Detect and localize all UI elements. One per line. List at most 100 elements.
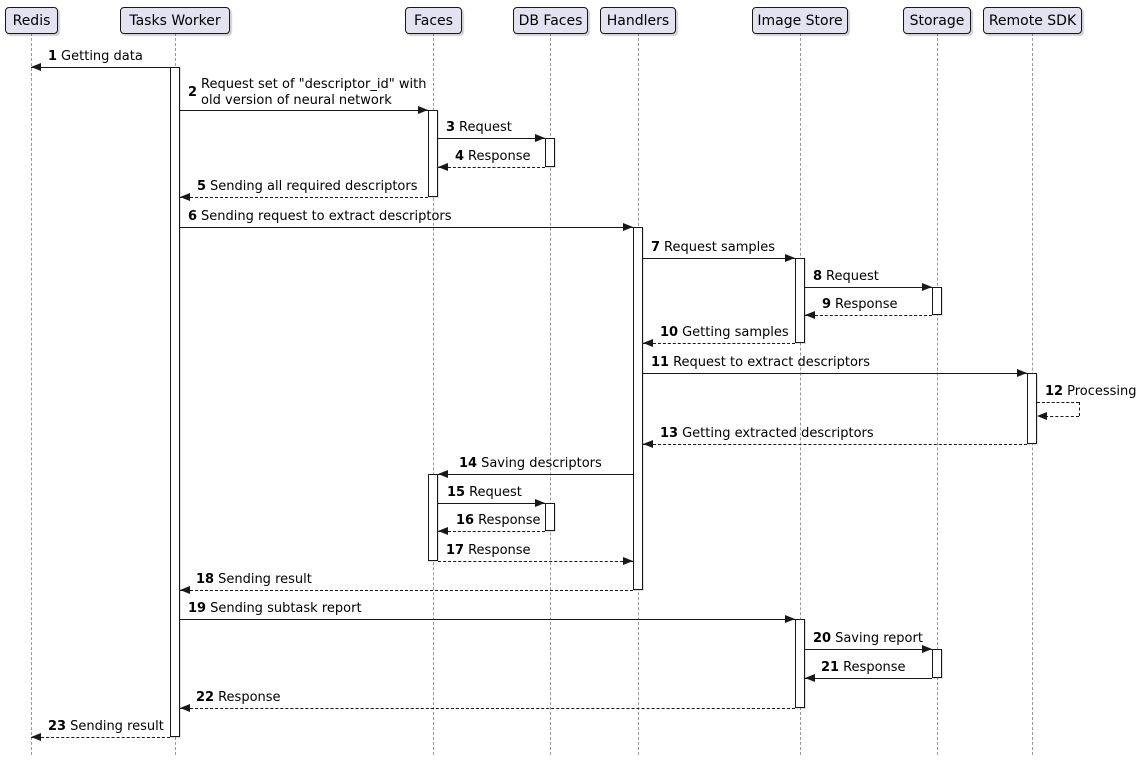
- message-1-text: Getting data: [61, 49, 143, 64]
- handlers-activation-bar: [633, 227, 643, 590]
- message-23-arrowhead-icon: [31, 733, 41, 741]
- participant-handlers: Handlers: [600, 7, 676, 34]
- message-11-arrowhead-icon: [1017, 369, 1027, 377]
- message-2-line: [180, 110, 428, 111]
- participant-faces: Faces: [405, 7, 462, 34]
- storage-lifeline: [937, 33, 938, 755]
- db-faces-activation-bar: [545, 503, 555, 531]
- message-7-text: Request samples: [664, 240, 776, 255]
- message-21-text: Response: [843, 660, 906, 675]
- message-2-arrowhead-icon: [418, 106, 428, 114]
- message-3-text: Request: [459, 120, 512, 135]
- db-faces-activation-bar: [545, 138, 555, 167]
- message-8-text: Request: [826, 269, 879, 284]
- faces-activation-bar: [428, 110, 438, 197]
- message-6-number: 6: [188, 209, 198, 224]
- message-11-line: [643, 373, 1027, 374]
- message-3-number: 3: [446, 120, 456, 135]
- message-22-arrowhead-icon: [180, 704, 190, 712]
- message-10-number: 10: [660, 325, 679, 340]
- participant-storage: Storage: [903, 7, 971, 34]
- message-1-arrowhead-icon: [31, 63, 41, 71]
- message-15-line: [438, 503, 545, 504]
- message-12-line-side: [1079, 402, 1080, 416]
- message-22-number: 22: [196, 690, 215, 705]
- message-2-text-line-1: Request set of "descriptor_id" with: [201, 77, 427, 92]
- participant-image-store: Image Store: [752, 7, 848, 34]
- message-18-number: 18: [196, 572, 215, 587]
- message-12-line-bottom: [1045, 416, 1079, 417]
- message-5-number: 5: [197, 179, 207, 194]
- message-10-line: [643, 343, 795, 344]
- message-15-arrowhead-icon: [535, 499, 545, 507]
- participant-redis: Redis: [5, 7, 58, 34]
- message-20-text: Saving report: [835, 631, 923, 646]
- message-19-line: [180, 619, 795, 620]
- message-21-number: 21: [821, 660, 840, 675]
- message-12-line-top: [1037, 402, 1079, 403]
- message-13-text: Getting extracted descriptors: [682, 426, 874, 441]
- message-8-arrowhead-icon: [922, 283, 932, 291]
- storage-activation-bar: [932, 287, 942, 315]
- message-22-line: [180, 708, 795, 709]
- tasks-worker-activation-bar: [170, 67, 180, 737]
- participant-tasks-worker: Tasks Worker: [120, 7, 230, 34]
- message-13-number: 13: [660, 426, 679, 441]
- storage-activation-bar: [932, 649, 942, 678]
- message-7-number: 7: [651, 240, 661, 255]
- message-12-text: Processing: [1067, 384, 1137, 399]
- message-12-arrowhead-icon: [1037, 412, 1047, 420]
- message-17-line: [438, 561, 633, 562]
- image-store-activation-bar: [795, 619, 805, 708]
- faces-activation-bar: [428, 474, 438, 561]
- message-16-number: 16: [456, 513, 475, 528]
- message-21-arrowhead-icon: [805, 674, 815, 682]
- message-20-arrowhead-icon: [922, 645, 932, 653]
- message-10-arrowhead-icon: [643, 339, 653, 347]
- message-13-line: [643, 444, 1027, 445]
- message-1-number: 1: [48, 49, 58, 64]
- image-store-lifeline: [800, 33, 801, 755]
- message-22-text: Response: [218, 690, 281, 705]
- message-6-arrowhead-icon: [623, 223, 633, 231]
- message-6-text: Sending request to extract descriptors: [201, 209, 452, 224]
- participant-db-faces: DB Faces: [513, 7, 588, 34]
- message-4-number: 4: [455, 149, 465, 164]
- message-17-text: Response: [468, 543, 531, 558]
- message-4-line: [438, 167, 545, 168]
- message-1-line: [31, 67, 170, 68]
- message-14-text: Saving descriptors: [481, 456, 602, 471]
- message-19-number: 19: [188, 601, 207, 616]
- message-7-line: [643, 258, 795, 259]
- message-5-text: Sending all required descriptors: [210, 179, 418, 194]
- message-14-number: 14: [459, 456, 478, 471]
- remote-sdk-activation-bar: [1027, 373, 1037, 444]
- message-23-line: [31, 737, 170, 738]
- message-16-text: Response: [478, 513, 541, 528]
- message-8-line: [805, 287, 932, 288]
- message-23-number: 23: [48, 719, 67, 734]
- image-store-activation-bar: [795, 258, 805, 343]
- message-3-arrowhead-icon: [535, 134, 545, 142]
- message-21-line: [805, 678, 932, 679]
- message-19-text: Sending subtask report: [210, 601, 362, 616]
